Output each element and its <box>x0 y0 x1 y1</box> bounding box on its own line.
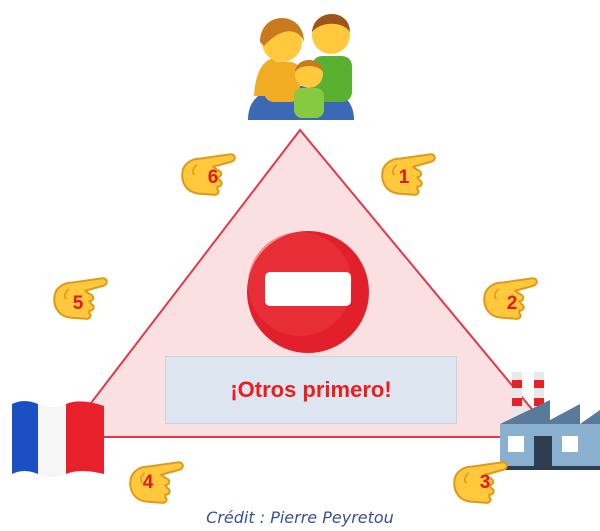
no-entry-sign-icon <box>247 231 369 353</box>
step-number: 1 <box>399 167 410 188</box>
step-5: 5 <box>53 277 108 320</box>
step-3: 3 <box>453 461 508 504</box>
credit-line: Crédit : Pierre Peyretou <box>206 508 394 527</box>
family-icon <box>248 14 354 120</box>
step-number: 5 <box>73 293 84 314</box>
factory-icon <box>500 372 600 470</box>
step-number: 3 <box>480 472 491 493</box>
french-flag-icon <box>12 401 104 477</box>
center-banner: ¡Otros primero! <box>165 356 457 424</box>
step-number: 2 <box>507 293 518 314</box>
banner-text: ¡Otros primero! <box>230 377 392 402</box>
step-4: 4 <box>129 461 184 504</box>
step-number: 4 <box>143 472 154 493</box>
step-6: 6 <box>181 153 236 196</box>
pointing-hand-icon <box>129 461 184 504</box>
step-2: 2 <box>483 277 538 320</box>
step-number: 6 <box>208 167 219 188</box>
step-1: 1 <box>381 153 436 196</box>
